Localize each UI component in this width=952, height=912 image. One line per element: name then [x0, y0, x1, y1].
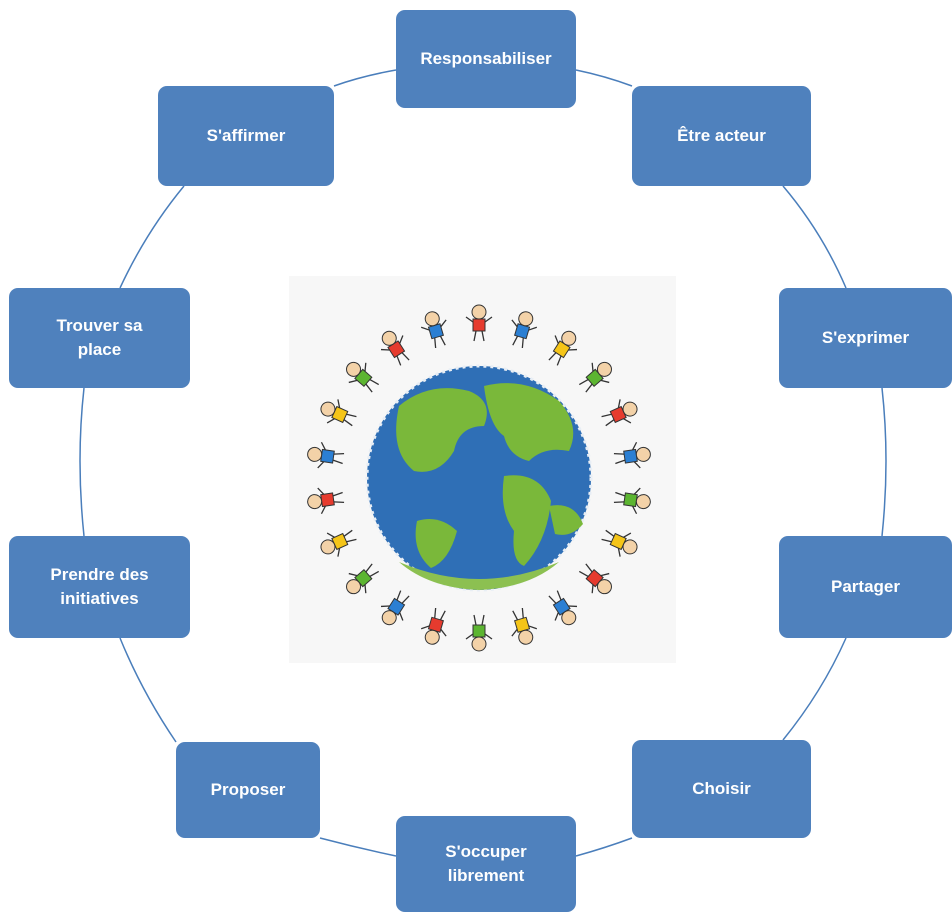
connector-prendre-trouver [79, 387, 85, 537]
child-figure-icon [578, 361, 612, 393]
connector-s-affirmer-responsabiliser [333, 69, 397, 87]
globe-icon [307, 304, 651, 652]
connector-choisir-s-occuper [575, 837, 633, 857]
connector-etre-acteur-s-exprimer [782, 185, 847, 289]
child-figure-icon [307, 441, 345, 469]
child-figure-icon [346, 563, 380, 595]
child-figure-icon [320, 399, 357, 427]
child-figure-icon [465, 304, 493, 342]
child-figure-icon [613, 441, 651, 469]
connector-partager-choisir [782, 637, 847, 741]
node-s-affirmer: S'affirmer [158, 86, 334, 186]
node-s-occuper-librement: S'occuper librement [396, 816, 576, 912]
child-figure-icon [380, 330, 410, 366]
node-responsabiliser: Responsabiliser [396, 10, 576, 108]
connector-proposer-prendre [119, 637, 177, 743]
child-figure-icon [420, 607, 447, 645]
child-figure-icon [548, 590, 578, 626]
child-figure-icon [307, 487, 345, 515]
connector-s-occuper-proposer [319, 837, 397, 857]
child-figure-icon [465, 614, 493, 652]
node-etre-acteur: Être acteur [632, 86, 811, 186]
child-figure-icon [320, 529, 357, 557]
child-figure-icon [380, 590, 410, 626]
node-s-exprimer: S'exprimer [779, 288, 952, 388]
node-choisir: Choisir [632, 740, 811, 838]
child-figure-icon [578, 563, 612, 595]
child-figure-icon [346, 361, 380, 393]
child-figure-icon [511, 607, 538, 645]
connector-responsabiliser-etre-acteur [575, 69, 633, 87]
child-figure-icon [601, 399, 638, 427]
child-figure-icon [511, 311, 538, 349]
children-around-globe-illustration [289, 276, 676, 663]
connector-s-exprimer-partager [881, 387, 887, 537]
node-trouver-sa-place: Trouver sa place [9, 288, 190, 388]
child-figure-icon [601, 529, 638, 557]
node-partager: Partager [779, 536, 952, 638]
node-prendre-des-initiatives: Prendre des initiatives [9, 536, 190, 638]
child-figure-icon [548, 330, 578, 366]
child-figure-icon [613, 487, 651, 515]
node-proposer: Proposer [176, 742, 320, 838]
connector-trouver-s-affirmer [119, 185, 185, 289]
child-figure-icon [420, 311, 447, 349]
